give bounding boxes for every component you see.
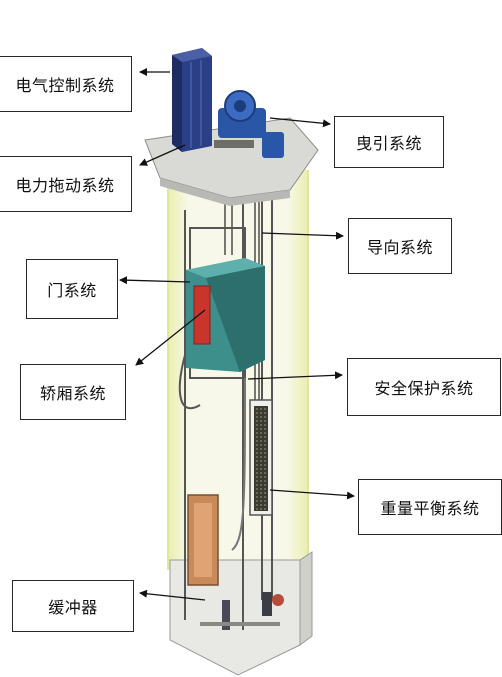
counterweight bbox=[249, 399, 273, 516]
label-traction-system: 曳引系统 bbox=[334, 116, 444, 168]
traction-machine bbox=[214, 90, 284, 158]
label-guide-system: 导向系统 bbox=[348, 218, 452, 274]
label-door-system: 门系统 bbox=[26, 259, 118, 319]
label-car-system: 轿厢系统 bbox=[20, 364, 126, 420]
label-electrical-control-system: 电气控制系统 bbox=[0, 56, 132, 112]
label-buffer: 缓冲器 bbox=[12, 580, 134, 632]
label-safety-protection-system: 安全保护系统 bbox=[347, 358, 501, 416]
callout-arrows bbox=[119, 68, 355, 601]
elevator-car bbox=[186, 258, 265, 372]
label-power-drive-system: 电力拖动系统 bbox=[0, 156, 132, 212]
control-cabinet bbox=[172, 48, 212, 152]
pit-equipment bbox=[187, 494, 284, 630]
pit bbox=[169, 551, 313, 676]
label-counterweight-system: 重量平衡系统 bbox=[358, 479, 502, 535]
